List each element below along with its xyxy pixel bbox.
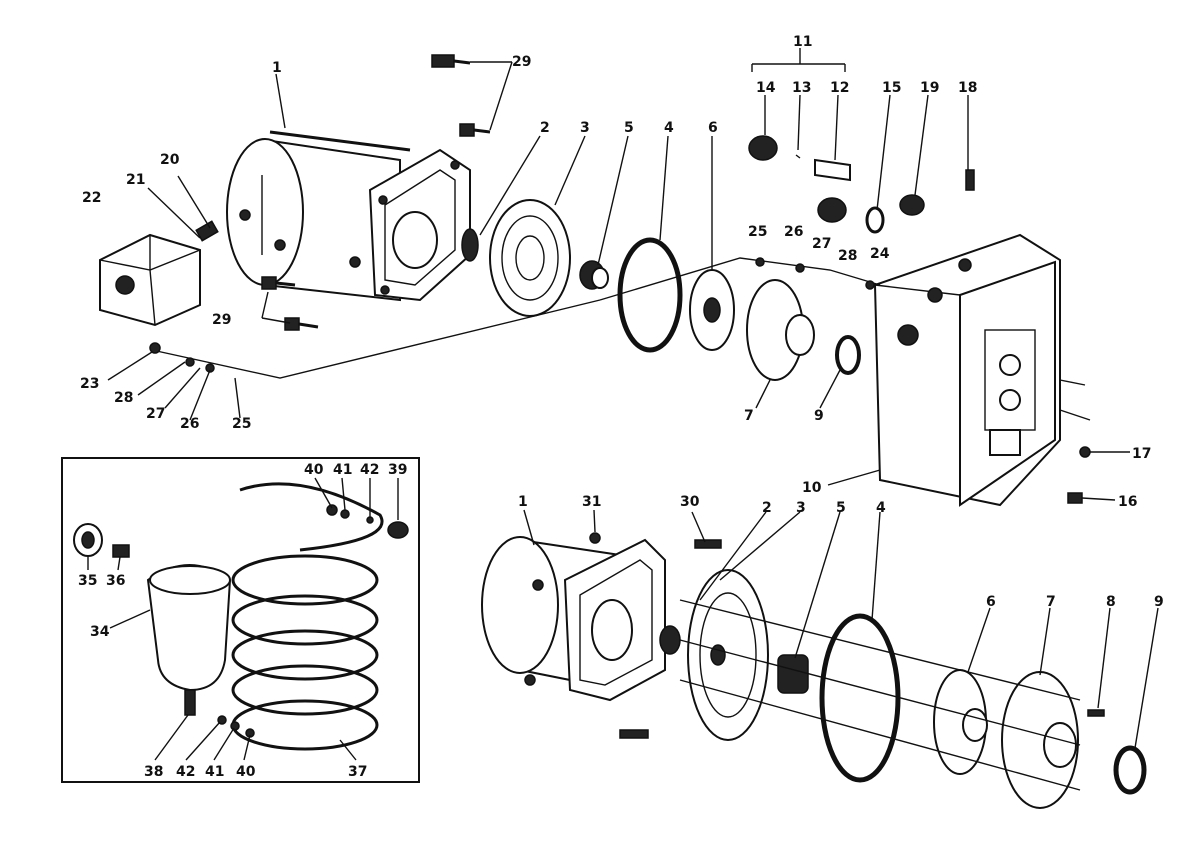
label-10: 10: [802, 480, 822, 496]
o-ring-bottom: [819, 613, 901, 783]
label-2-top: 2: [540, 120, 550, 136]
label-23: 23: [80, 376, 99, 392]
label-39: 39: [388, 462, 407, 478]
label-1-bottom: 1: [518, 494, 528, 510]
label-27-left: 27: [146, 406, 165, 422]
label-14: 14: [756, 80, 776, 96]
leader-lines-top: [107, 48, 1130, 501]
motor-bottom: [481, 532, 722, 739]
label-26-right: 26: [784, 224, 803, 240]
pressure-tubing: [149, 257, 881, 379]
label-16: 16: [1118, 494, 1137, 510]
label-5-bottom: 5: [836, 500, 846, 516]
leader-lines-bottom: [523, 509, 1159, 749]
label-31: 31: [582, 494, 601, 510]
label-17: 17: [1132, 446, 1151, 462]
wear-ring-top: [835, 335, 861, 375]
label-15: 15: [882, 80, 901, 96]
seal-plate-bottom: [687, 569, 769, 741]
axis-lines-bottom: [679, 599, 1081, 791]
label-4-top: 4: [664, 120, 674, 136]
label-35: 35: [78, 573, 97, 589]
impeller-bottom: [933, 669, 988, 775]
o-ring-top: [617, 237, 683, 353]
label-25-left: 25: [232, 416, 251, 432]
label-7-top: 7: [744, 408, 754, 424]
label-41-bottom: 41: [205, 764, 224, 780]
leader-lines-inset: [87, 477, 399, 761]
label-40-bottom: 40: [236, 764, 256, 780]
label-25-right: 25: [748, 224, 767, 240]
label-26-left: 26: [180, 416, 199, 432]
inset-accessory-box: [61, 457, 420, 783]
label-2-bottom: 2: [762, 500, 772, 516]
label-41-top: 41: [333, 462, 352, 478]
label-40-top: 40: [304, 462, 324, 478]
label-21: 21: [126, 172, 145, 188]
label-42-bottom: 42: [176, 764, 195, 780]
impeller-top: [689, 269, 735, 351]
label-6-bottom: 6: [986, 594, 996, 610]
inset-parts: [73, 482, 409, 751]
diffuser-top: [746, 279, 815, 381]
label-1-top: 1: [272, 60, 282, 76]
shaft-seal-top: [579, 260, 609, 290]
motor-top: [226, 130, 411, 302]
label-24: 24: [870, 246, 890, 262]
label-3-bottom: 3: [796, 500, 806, 516]
label-30: 30: [680, 494, 700, 510]
screw-16: [1067, 492, 1083, 504]
label-9-top: 9: [814, 408, 824, 424]
fitting-20: [195, 220, 219, 242]
screw-8: [1087, 709, 1105, 717]
label-42-top: 42: [360, 462, 379, 478]
label-29-b: 29: [212, 312, 231, 328]
label-5-top: 5: [624, 120, 634, 136]
label-29-a: 29: [512, 54, 531, 70]
shaft-seal-bottom: [777, 654, 809, 694]
label-9-bottom: 9: [1154, 594, 1164, 610]
plug-assembly: [748, 135, 975, 234]
label-6-top: 6: [708, 120, 718, 136]
label-27-right: 27: [812, 236, 831, 252]
screws-29: [261, 54, 491, 331]
label-18: 18: [958, 80, 977, 96]
label-20: 20: [160, 152, 180, 168]
label-37: 37: [348, 764, 367, 780]
label-8: 8: [1106, 594, 1116, 610]
label-28-left: 28: [114, 390, 133, 406]
pressure-switch: [99, 233, 201, 327]
label-38: 38: [144, 764, 163, 780]
motor-flange-top: [368, 148, 471, 302]
label-12: 12: [830, 80, 849, 96]
seal-plate-top: [489, 199, 571, 317]
label-13: 13: [792, 80, 811, 96]
label-11: 11: [793, 34, 812, 50]
diffuser-bottom: [1001, 671, 1079, 809]
label-34: 34: [90, 624, 110, 640]
label-22: 22: [82, 190, 101, 206]
label-3-top: 3: [580, 120, 590, 136]
label-36: 36: [106, 573, 125, 589]
pump-casing: [873, 233, 1061, 507]
label-19: 19: [920, 80, 939, 96]
label-7-bottom: 7: [1046, 594, 1056, 610]
label-28-right: 28: [838, 248, 857, 264]
label-4-bottom: 4: [876, 500, 886, 516]
wear-ring-bottom: [1113, 745, 1147, 795]
seal-ring-top: [461, 228, 479, 262]
screw-17: [1079, 446, 1091, 458]
